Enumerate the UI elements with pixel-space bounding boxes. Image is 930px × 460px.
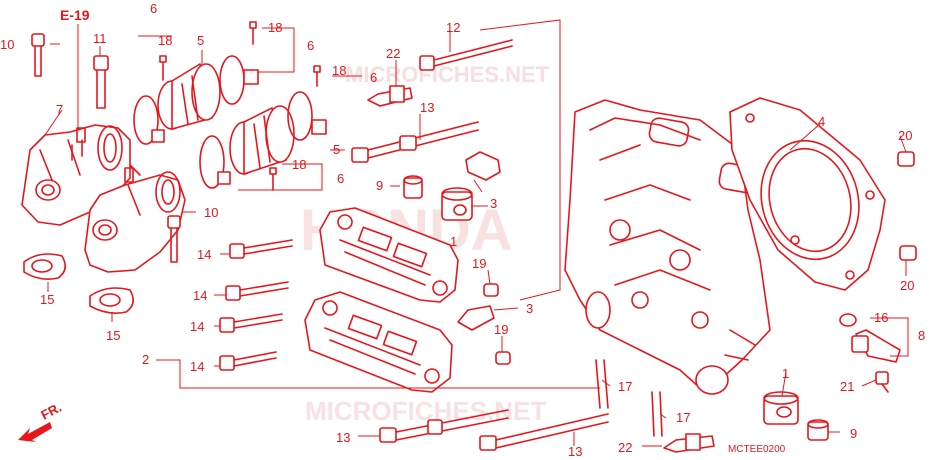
sleeve-3-top (465, 151, 501, 181)
callout-9: 9 (850, 426, 857, 441)
callout-10: 10 (204, 205, 218, 220)
front-label: FR. (38, 400, 64, 423)
bushing-9-bottom (807, 419, 829, 441)
callout-18: 18 (158, 33, 172, 48)
dowel-20-a (897, 151, 915, 167)
callout-17: 17 (676, 410, 690, 425)
o-ring-16 (839, 313, 857, 327)
bolt-13-bottom-a (379, 409, 509, 443)
dowel-20-b (899, 245, 917, 261)
watermark-site-top: MICROFICHES.NET (345, 62, 550, 87)
watermark-site-bottom: MICROFICHES.NET (305, 396, 546, 426)
callout-18: 18 (292, 157, 306, 172)
callout-22: 22 (386, 46, 400, 61)
bolt-11 (93, 55, 109, 109)
mount-1-top (441, 187, 473, 221)
callout-22: 22 (618, 440, 632, 455)
bolt-13-top (351, 121, 479, 163)
callout-19: 19 (472, 256, 486, 271)
mount-1-bottom (763, 391, 799, 425)
callout-4: 4 (818, 114, 825, 129)
callout-3: 3 (490, 196, 497, 211)
bolt-10-top (31, 33, 45, 77)
screw-18-b (249, 21, 257, 45)
gasket-15-upper (23, 253, 66, 280)
stud-17-a (595, 359, 609, 409)
head-gasket-4 (729, 97, 886, 291)
callout-20: 20 (898, 128, 912, 143)
insulator-5-lower (229, 105, 295, 175)
bolt-14-b (225, 281, 289, 301)
spark-plug-22-top (367, 85, 413, 107)
callout-7: 7 (56, 102, 63, 117)
callout-5: 5 (197, 33, 204, 48)
callout-14: 14 (190, 319, 204, 334)
callout-16: 16 (874, 310, 888, 325)
camshaft-holder-upper (319, 207, 459, 303)
spark-plug-22-bottom (663, 433, 715, 453)
clamp-6-d (287, 91, 327, 141)
dowel-19-a (483, 283, 499, 297)
callout-5: 5 (333, 142, 340, 157)
callout-9: 9 (376, 178, 383, 193)
clamp-6-a (133, 95, 165, 145)
gasket-15-lower (89, 287, 134, 314)
callout-6: 6 (370, 70, 377, 85)
screw-18-a (159, 55, 167, 81)
stud-17-b (651, 391, 663, 437)
reference-code: E-19 (60, 7, 90, 23)
clamp-6-b (219, 55, 259, 105)
screw-18-d (269, 167, 277, 191)
callout-14: 14 (193, 288, 207, 303)
bushing-9-top (403, 175, 423, 199)
screw-18-c (313, 65, 321, 87)
callout-12: 12 (446, 20, 460, 35)
callout-20: 20 (900, 278, 914, 293)
clamp-6-c (199, 135, 231, 189)
sensor-8 (851, 329, 901, 363)
camshaft-holder-lower (304, 291, 453, 393)
bolt-14-a (229, 239, 293, 259)
callout-11: 11 (93, 31, 107, 46)
callout-18: 18 (268, 20, 282, 35)
leader-lines (44, 19, 909, 447)
callout-18: 18 (332, 63, 346, 78)
callout-13: 13 (336, 430, 350, 445)
callout-1: 1 (450, 234, 457, 249)
callout-19: 19 (494, 322, 508, 337)
bolt-10-lower (167, 215, 181, 263)
dowel-19-b (495, 351, 511, 365)
bolt-14-c (219, 313, 283, 333)
callout-21: 21 (840, 379, 854, 394)
callout-3: 3 (526, 301, 533, 316)
intake-manifold-lower (84, 164, 186, 273)
callout-13: 13 (568, 444, 582, 459)
callout-2: 2 (142, 352, 149, 367)
callout-6: 6 (337, 171, 344, 186)
front-arrow: FR. (18, 400, 64, 442)
bolt-13-bottom-b (479, 413, 609, 451)
bolt-21 (875, 371, 889, 393)
callout-6: 6 (150, 1, 157, 16)
callout-13: 13 (420, 100, 434, 115)
cylinder-head (564, 99, 771, 395)
bolt-14-d (219, 351, 277, 371)
diagram-code: MCTEE0200 (728, 444, 786, 455)
callout-15: 15 (106, 328, 120, 343)
callout-14: 14 (190, 359, 204, 374)
callout-8: 8 (918, 328, 925, 343)
callout-17: 17 (618, 379, 632, 394)
insulator-5-upper (157, 63, 221, 130)
bolt-12 (419, 39, 513, 71)
callout-6: 6 (307, 38, 314, 53)
callout-15: 15 (40, 292, 54, 307)
sleeve-3-lower (457, 305, 495, 331)
callout-10: 10 (0, 37, 14, 52)
callout-14: 14 (197, 247, 211, 262)
callout-1: 1 (782, 366, 789, 381)
